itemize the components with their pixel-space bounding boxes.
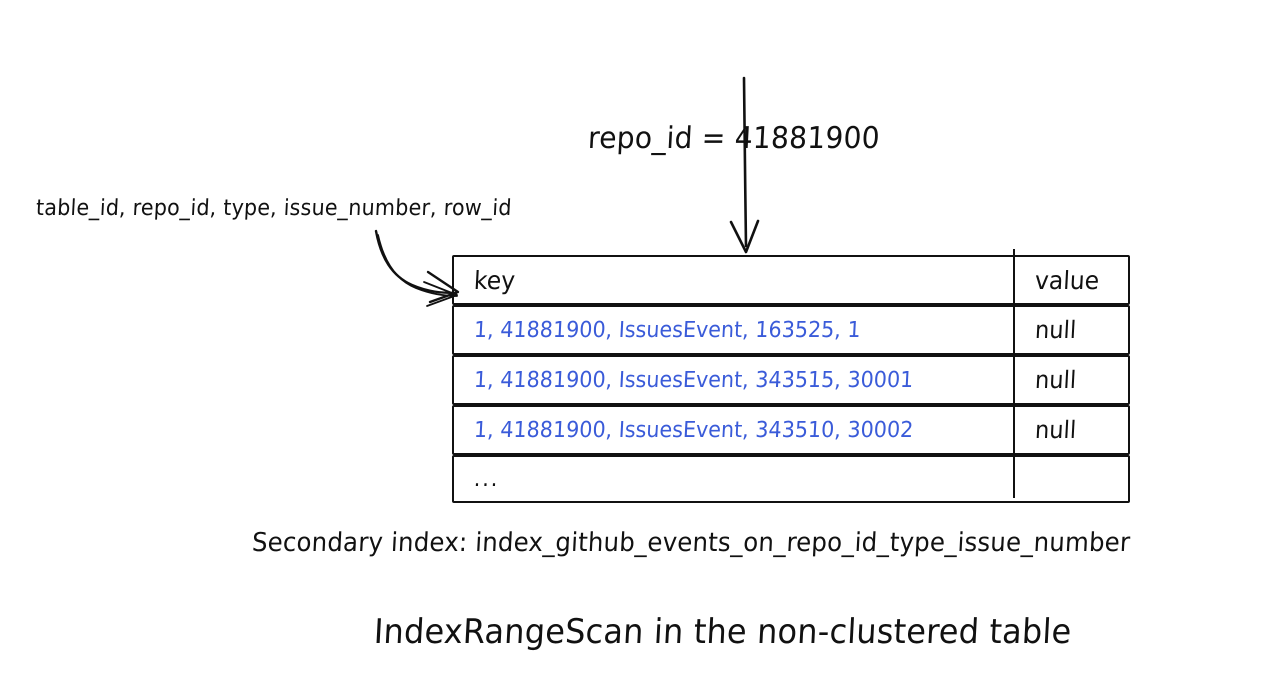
table-cell-key-text: 1, 41881900, IssuesEvent, 343515, 30001: [473, 367, 914, 393]
table-header-row: key value: [452, 255, 1130, 305]
table-cell-key-text: 1, 41881900, IssuesEvent, 343510, 30002: [473, 417, 914, 443]
table-header-value-cell: value: [1015, 257, 1128, 303]
table-cell-key-text: 1, 41881900, IssuesEvent, 163525, 1: [473, 317, 862, 343]
key-columns-label: table_id, repo_id, type, issue_number, r…: [35, 196, 513, 221]
table-cell-key: 1, 41881900, IssuesEvent, 343510, 30002: [454, 407, 1015, 453]
table-header-key-label: key: [473, 265, 516, 295]
table-cell-value: null: [1015, 407, 1128, 453]
table-cell-key: ...: [454, 457, 1015, 501]
table-header-key-cell: key: [454, 257, 1015, 303]
table-cell-key-text: ...: [473, 466, 501, 492]
table-header-value-label: value: [1034, 265, 1100, 295]
down-arrow-icon: [729, 76, 760, 254]
table-row: 1, 41881900, IssuesEvent, 343510, 30002 …: [452, 405, 1130, 455]
table-row-ellipsis: ...: [452, 455, 1130, 503]
table-row: 1, 41881900, IssuesEvent, 163525, 1 null: [452, 305, 1130, 355]
table-cell-value: [1015, 457, 1128, 501]
index-range-scan-caption: IndexRangeScan in the non-clustered tabl…: [372, 612, 1073, 652]
table-cell-value-text: null: [1034, 416, 1077, 444]
table-cell-value: null: [1015, 307, 1128, 353]
table-cell-value-text: null: [1034, 316, 1077, 344]
curved-arrow-icon: [374, 229, 460, 307]
key-value-table: key value 1, 41881900, IssuesEvent, 1635…: [452, 255, 1130, 503]
table-cell-value: null: [1015, 357, 1128, 403]
table-row: 1, 41881900, IssuesEvent, 343515, 30001 …: [452, 355, 1130, 405]
table-cell-key: 1, 41881900, IssuesEvent, 163525, 1: [454, 307, 1015, 353]
table-cell-key: 1, 41881900, IssuesEvent, 343515, 30001: [454, 357, 1015, 403]
table-cell-value-text: null: [1034, 366, 1077, 394]
range-condition-label: repo_id = 41881900: [587, 121, 881, 156]
table-column-divider: [1013, 249, 1016, 498]
secondary-index-caption: Secondary index: index_github_events_on_…: [251, 528, 1131, 558]
